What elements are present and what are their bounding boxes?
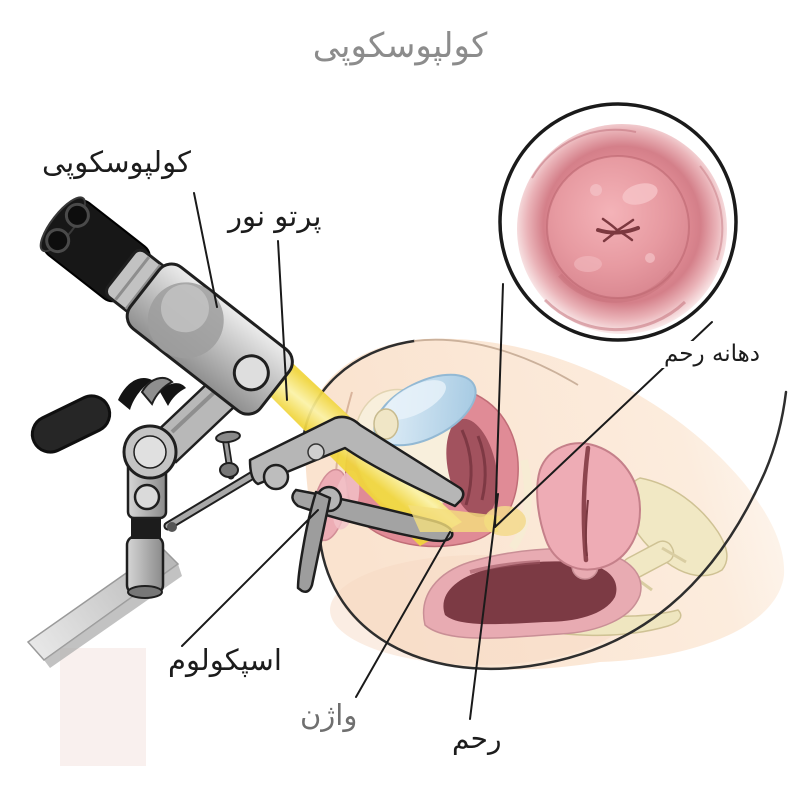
leader-line-uterus [469,493,499,720]
colposcope-illustration [26,196,294,668]
leader-line-light-beam [277,240,288,401]
label-cervix: دهانه رحم [660,341,765,369]
label-light-beam: پرتو نور [228,199,322,233]
faint-watermark-box [60,648,146,766]
colposcope-head [39,196,294,416]
beam-in-canal [408,505,500,532]
stand-handle [30,394,112,454]
zoom-cone-line-left [494,283,504,528]
label-vagina: واژن [300,698,358,732]
colposcope-stand [26,360,256,668]
leader-line-colposcope [193,192,218,308]
cervix-os [596,217,640,243]
uterus-shape [536,442,642,571]
focus-knob-icon [232,354,270,392]
eyepiece-lens-icon [45,228,71,254]
leader-line-vagina [355,531,451,698]
pelvis-cross-section [301,338,788,671]
leader-line-speculum [181,509,319,647]
eyepiece-lens-icon [64,202,90,228]
body-outline-top-faint [413,338,579,386]
page-title: کولپوسکوپی [312,26,488,66]
cervix-cream-band [508,459,532,551]
label-colposcope: کولپوسکوپی [42,145,191,179]
label-uterus: رحم [452,722,502,755]
speculum-illustration [163,415,500,593]
label-speculum: اسپکولوم [168,643,282,677]
cervix-inset-circle [498,102,738,342]
pubic-bone [373,408,399,440]
body-outline-bottom [318,390,788,671]
